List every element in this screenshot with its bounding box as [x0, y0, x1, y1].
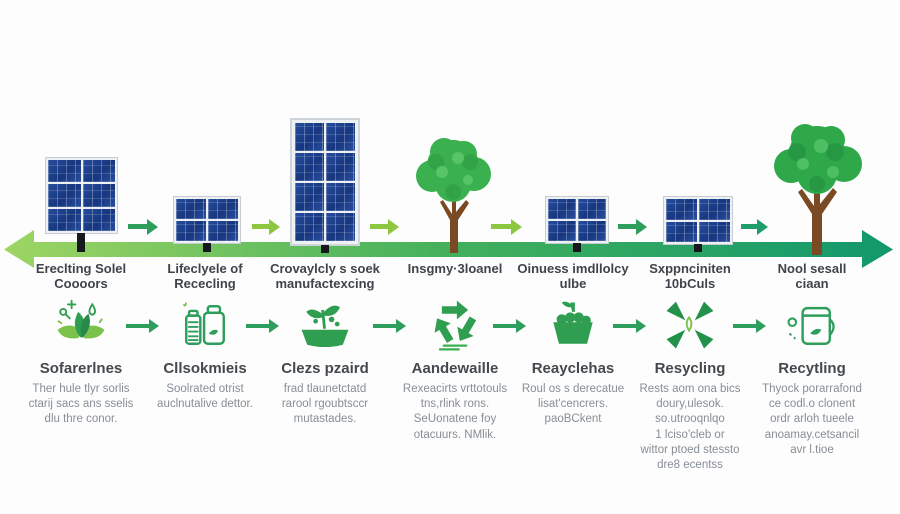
flow-arrow-icon	[370, 218, 399, 235]
eco-leaves-sparkle-icon	[14, 294, 148, 356]
flow-arrow-icon	[491, 218, 522, 235]
step-title: Lifeclyele of Rececling	[167, 261, 243, 291]
tree-icon	[416, 138, 491, 253]
lifecycle-step-7: Nool sesall ciaan Recytling Thyock porar…	[745, 261, 879, 458]
sprout-bowl-icon	[258, 294, 392, 356]
step-title: Ereclting Solel Coooors	[35, 261, 127, 291]
four-leaves-icon	[623, 294, 757, 356]
lifecycle-step-6: Sxppnciniten 10bCuls Resycling Rests aom…	[623, 261, 757, 473]
flow-arrow-icon	[128, 218, 158, 235]
flow-arrow-icon	[733, 319, 767, 333]
lifecycle-step-5: Oinuess imdllolcy ulbe Reayclehas Roul o…	[506, 261, 640, 428]
panel-stand	[203, 243, 211, 252]
lifecycle-step-3: Crovaylcly s soek manufactexcing Clezs p…	[258, 261, 392, 428]
step-description: Ther hule tlyr sorlis ctarij sacs ans ss…	[28, 383, 134, 426]
step-label: Cllsokmieis	[163, 360, 247, 377]
step-label: Aandewaille	[411, 360, 499, 377]
lifecycle-step-2: Lifeclyele of Rececling Cllsokmieis Sool…	[138, 261, 272, 412]
lifecycle-step-4: Insgmy·3loanel Aandewaille Rexeacirts vr…	[388, 261, 522, 443]
step-description: Rests aom ona bics doury,ulesok. so.utro…	[639, 383, 741, 471]
panel-stand	[77, 233, 85, 252]
panel-stand	[694, 244, 702, 252]
step-description: Roul os s derecatue lisat'cencrers. paoB…	[521, 383, 625, 426]
step-description: frad tlaunetctatd rarool rgoubtsccr muta…	[281, 383, 369, 426]
harvest-basket-icon	[506, 294, 640, 356]
flow-arrow-icon	[246, 319, 280, 333]
solar-panel	[45, 157, 118, 234]
step-description: Thyock porarrafond ce codl.o clonent ord…	[762, 383, 862, 456]
flow-arrow-icon	[613, 319, 647, 333]
solar-panel-tall	[290, 118, 360, 246]
step-title: Sxppnciniten 10bCuls	[649, 261, 731, 291]
bottles-icon	[138, 294, 272, 356]
lifecycle-step-1: Ereclting Solel Coooors Sofarerlnes Ther…	[14, 261, 148, 428]
step-label: Sofarerlnes	[39, 360, 123, 377]
timeline-arrow	[4, 230, 893, 268]
step-label: Resycling	[654, 360, 726, 377]
step-label: Reayclehas	[531, 360, 615, 377]
recycle-symbol-icon	[388, 294, 522, 356]
step-title: Nool sesall ciaan	[777, 261, 847, 291]
step-title: Oinuess imdllolcy ulbe	[517, 261, 629, 291]
step-description: Rexeacirts vrttotouls tns,rlink rons. Se…	[402, 383, 508, 441]
step-title: Crovaylcly s soek manufactexcing	[270, 261, 380, 291]
solar-panel	[173, 196, 241, 244]
panel-stand	[573, 243, 581, 252]
step-label: Recytling	[778, 360, 846, 377]
step-description: Soolrated otrist auclnutalive dettor.	[157, 383, 253, 411]
solar-panel	[663, 196, 733, 245]
tree-large-icon	[774, 124, 862, 255]
recycling-bin-leaf-icon	[745, 294, 879, 356]
flow-arrow-icon	[493, 319, 527, 333]
panel-stand	[321, 245, 329, 253]
flow-arrow-icon	[126, 319, 160, 333]
step-label: Clezs pzaird	[281, 360, 369, 377]
flow-arrow-icon	[618, 218, 647, 235]
solar-panel	[545, 196, 609, 244]
flow-arrow-icon	[252, 218, 280, 235]
flow-arrow-icon	[741, 218, 768, 235]
step-title: Insgmy·3loanel	[407, 261, 503, 276]
flow-arrow-icon	[373, 319, 407, 333]
